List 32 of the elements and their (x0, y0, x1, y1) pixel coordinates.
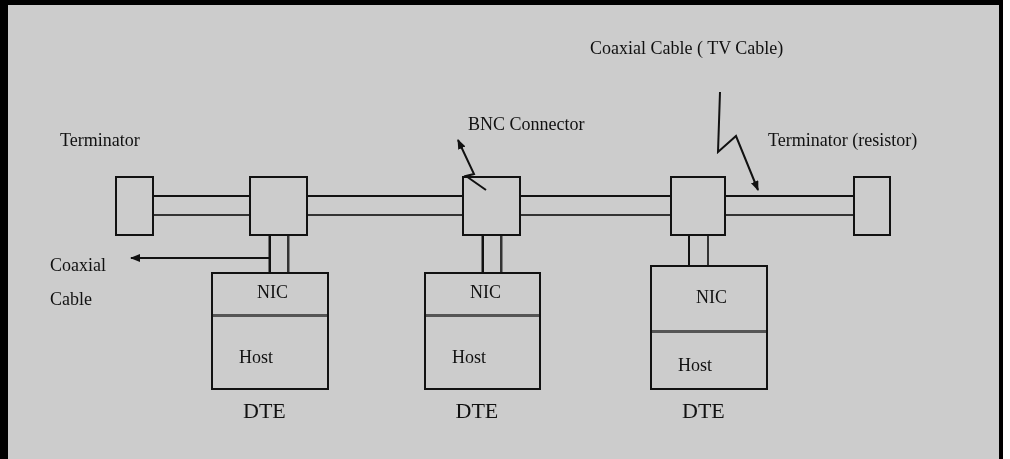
connector-box (670, 176, 726, 236)
caption-text: Terminator (resistor) (768, 130, 918, 152)
host-label: Host (239, 347, 273, 369)
connector-box (462, 176, 521, 236)
host-label: Host (452, 347, 486, 369)
arrow (716, 91, 759, 191)
callout-text: Coaxial Cable (50, 248, 130, 317)
caption-text: DTE (682, 398, 725, 425)
arrow (130, 254, 270, 262)
connector-box (249, 176, 308, 236)
callout-text: BNC Connector (468, 114, 585, 136)
arrow (457, 139, 487, 191)
host-label: Host (678, 355, 712, 377)
dte-box (650, 265, 768, 390)
cable-line (308, 195, 462, 216)
callout-text: Coaxial Cable ( TV Cable) (590, 38, 784, 60)
cable-line (481, 236, 503, 272)
terminator-box (853, 176, 891, 236)
caption-text: Terminator (60, 130, 140, 152)
terminator-box (115, 176, 154, 236)
nic-label: NIC (696, 286, 727, 309)
nic-label: NIC (470, 282, 501, 304)
cable-line (268, 236, 290, 272)
cable-line (521, 195, 670, 216)
cable-line (726, 195, 853, 216)
cable-line (688, 236, 709, 265)
caption-text: DTE (243, 398, 286, 425)
cable-line (154, 195, 249, 216)
dte-box (424, 272, 541, 390)
nic-label: NIC (257, 282, 288, 304)
dte-box (211, 272, 329, 390)
caption-text: DTE (455, 398, 499, 425)
